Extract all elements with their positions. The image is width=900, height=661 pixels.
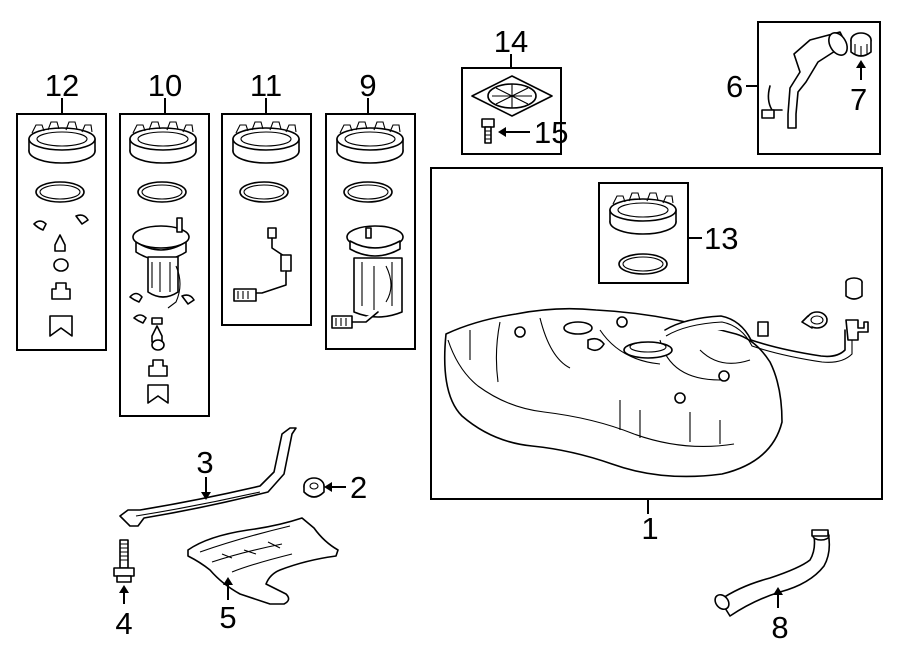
fuel-level-sender-11 [233,227,292,302]
holder-10 [147,384,169,404]
callout-10: 10 [148,68,182,103]
callout-5: 5 [219,600,236,635]
fuel-pump-assembly-9 [331,225,404,329]
grommet-2 [303,477,325,498]
callout-12: 12 [45,68,79,103]
grommet-10 [151,339,165,351]
filter-cap-12 [54,234,66,252]
bolt-4 [113,539,135,583]
part-group-6-7 [746,21,881,155]
callout-1: 1 [641,511,658,546]
part-group-9 [325,98,416,350]
callout-6: 6 [726,69,743,104]
part-group-11 [221,98,312,326]
part-group-1 [430,167,883,514]
fuel-tank [443,307,853,478]
callout-7: 7 [850,82,867,117]
regulator-10 [148,359,168,377]
callout-4: 4 [115,606,132,641]
fuel-cap-7 [850,32,872,57]
heat-shield-5 [187,517,339,605]
callout-8: 8 [771,610,788,645]
callout-13: 13 [704,221,738,256]
hose-connector [845,319,869,341]
part-group-14 [461,54,562,155]
clip-10 [129,292,195,305]
regulator-12 [51,282,71,300]
o-ring-10 [137,181,187,203]
seal-10 [133,314,163,325]
callout-14: 14 [494,24,528,59]
o-ring-13 [618,253,668,275]
filler-hose-8 [714,529,831,617]
tank-strap-3 [119,427,297,527]
check-valve-cap [845,277,863,300]
o-ring-12 [35,181,85,203]
o-ring-9 [343,181,393,203]
callout-11: 11 [250,68,282,103]
callout-9: 9 [359,68,376,103]
filter-cap-10 [151,325,163,343]
holder-12 [49,315,73,337]
part-group-10 [119,98,210,417]
clamp [801,311,828,329]
filler-neck-6 [761,31,848,129]
access-cover-14 [471,75,553,117]
grommet-12 [53,258,69,272]
part-group-12 [16,98,107,351]
fuel-pump-module-10 [132,217,190,309]
bolt-15 [481,118,495,144]
callout-15: 15 [534,115,568,150]
o-ring-11 [239,181,289,203]
clip-12 [33,214,89,231]
callout-3: 3 [196,445,213,480]
callout-2: 2 [350,470,367,505]
